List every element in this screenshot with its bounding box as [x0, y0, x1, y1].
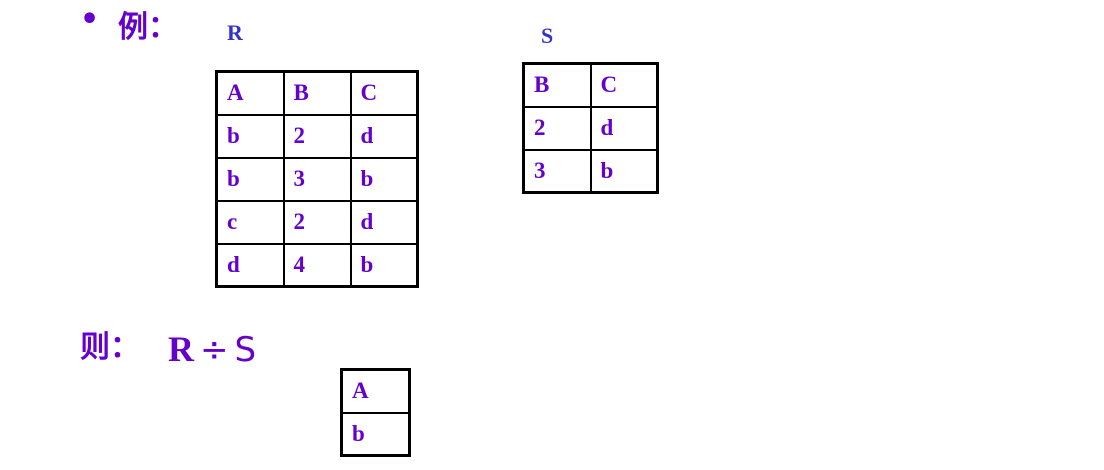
relation-s-name: S: [541, 23, 554, 48]
table-row: 3 b: [522, 148, 659, 194]
column-header-c: C: [349, 70, 419, 116]
table-cell: 4: [282, 242, 352, 288]
table-row: d 4 b: [215, 242, 419, 288]
table-cell: d: [349, 199, 419, 245]
division-expression: R ÷ S: [168, 328, 256, 370]
table-cell: 2: [282, 199, 352, 245]
table-cell: b: [349, 156, 419, 202]
table-cell: 2: [282, 113, 352, 159]
column-header-c: C: [589, 62, 659, 108]
table-row: c 2 d: [215, 199, 419, 245]
column-header-a: A: [215, 70, 285, 116]
bullet-marker: •: [80, 2, 100, 37]
table-header-row: A B C: [215, 70, 419, 116]
table-row: 2 d: [522, 105, 659, 151]
table-cell: 2: [522, 105, 592, 151]
table-cell: b: [589, 148, 659, 194]
table-header-row: B C: [522, 62, 659, 108]
relation-r-table: A B C b 2 d b 3 b c 2 d d 4 b: [215, 70, 419, 288]
result-label: 则：: [80, 330, 140, 365]
relation-s-table: B C 2 d 3 b: [522, 62, 659, 194]
table-cell: b: [215, 156, 285, 202]
result-table: A b: [340, 368, 411, 457]
table-cell: c: [215, 199, 285, 245]
table-row: b 2 d: [215, 113, 419, 159]
table-cell: 3: [522, 148, 592, 194]
table-cell: b: [349, 242, 419, 288]
column-header-b: B: [282, 70, 352, 116]
table-row: b 3 b: [215, 156, 419, 202]
table-row: b: [340, 411, 411, 457]
table-cell: b: [215, 113, 285, 159]
relation-r-name: R: [227, 20, 243, 45]
table-cell: d: [589, 105, 659, 151]
table-header-row: A: [340, 368, 411, 414]
table-cell: b: [340, 411, 411, 457]
example-label: 例：: [118, 10, 178, 45]
column-header-b: B: [522, 62, 592, 108]
table-cell: d: [349, 113, 419, 159]
table-cell: 3: [282, 156, 352, 202]
column-header-a: A: [340, 368, 411, 414]
table-cell: d: [215, 242, 285, 288]
expression-left-operand: R: [168, 329, 194, 369]
division-operator: ÷: [200, 330, 229, 370]
expression-right-operand: S: [234, 330, 257, 370]
